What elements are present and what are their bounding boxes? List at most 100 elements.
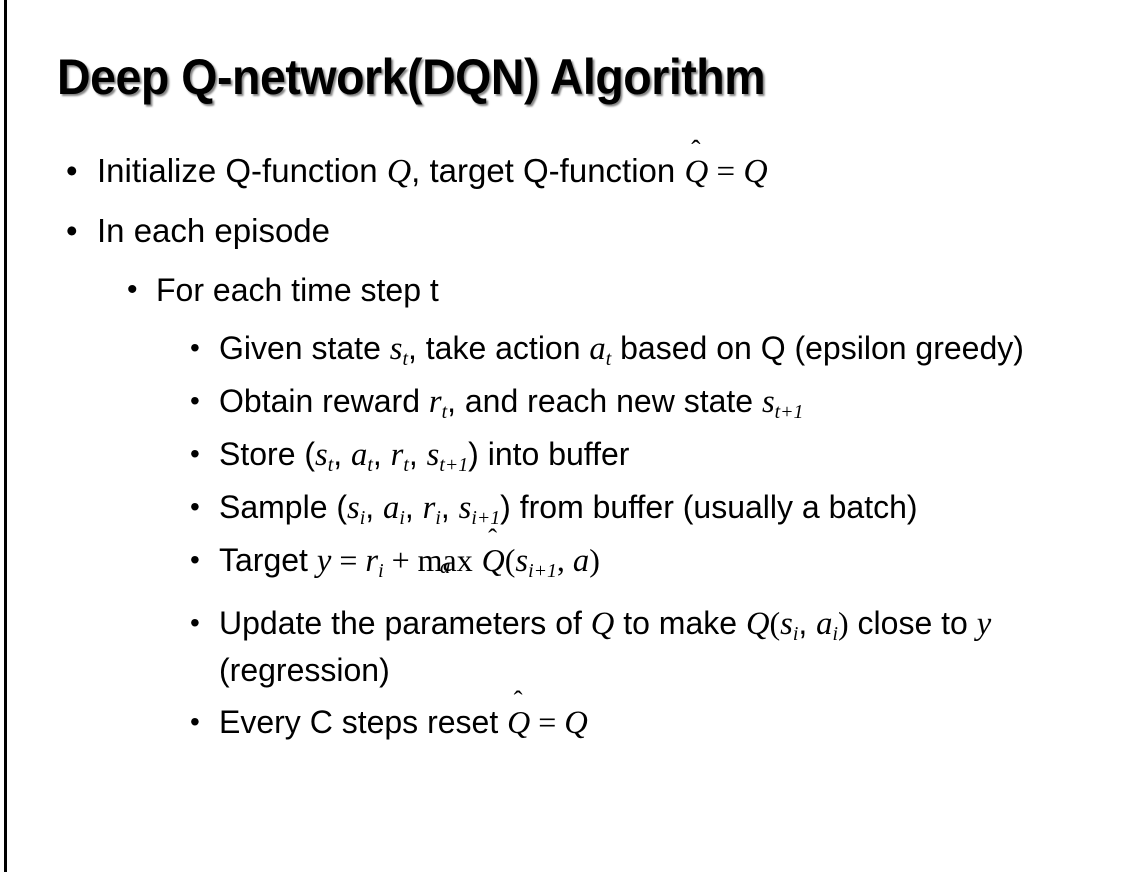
math-var-y: y xyxy=(976,606,992,642)
text-fragment: close to xyxy=(848,605,977,641)
text-fragment: based on Q (epsilon greedy) xyxy=(611,330,1024,366)
bullet-marker: • xyxy=(66,152,78,189)
math-var-q: Q xyxy=(590,606,615,642)
bullet-marker: • xyxy=(190,706,200,737)
math-subscript-i: i xyxy=(359,506,366,529)
math-var-s: s xyxy=(347,490,360,526)
math-comma: , xyxy=(556,542,573,578)
math-var-y: y xyxy=(316,543,332,579)
bullet-marker: • xyxy=(66,212,78,249)
math-var-r: r xyxy=(422,490,436,526)
math-subscript-i: i xyxy=(792,622,799,645)
bullet-text-each-episode: In each episode xyxy=(97,212,331,249)
bullet-item-each-episode: • In each episode xyxy=(0,208,1124,254)
text-fragment: , take action xyxy=(407,330,590,366)
text-fragment: (regression) xyxy=(219,652,390,688)
math-var-s-next: s xyxy=(458,490,472,526)
math-var-q2: Q xyxy=(564,705,588,741)
bullet-item-update-parameters: • Update the parameters of Q to make Q(s… xyxy=(0,600,1124,693)
math-var-q2: Q xyxy=(743,153,768,190)
math-subscript-t: t xyxy=(402,347,408,370)
text-fragment: , target Q-function xyxy=(411,152,685,189)
math-var-s: s xyxy=(780,606,793,642)
math-subscript-i: i xyxy=(435,506,441,529)
bullet-item-obtain-reward: • Obtain reward rt, and reach new state … xyxy=(0,378,1124,425)
text-fragment: Every C steps reset xyxy=(219,704,508,740)
bullet-text-sample: Sample (si, ai, ri, si+1) from buffer (u… xyxy=(219,484,1096,531)
text-fragment: Initialize Q-function xyxy=(97,152,387,189)
bullet-text-initialize: Initialize Q-function Q, target Q-functi… xyxy=(97,136,1094,195)
bullet-text-given-state: Given state st, take action at based on … xyxy=(219,325,1096,372)
math-var-q-base: Q xyxy=(481,542,505,578)
math-subscript-t-plus-1: t+1 xyxy=(774,400,804,423)
bullet-marker: • xyxy=(127,273,138,306)
math-subscript-t: t xyxy=(367,453,373,476)
math-equals: = xyxy=(331,542,366,578)
bullet-marker: • xyxy=(190,438,200,469)
math-paren-open: ( xyxy=(504,542,516,578)
text-separator: , xyxy=(372,436,391,472)
math-var-s-next: s xyxy=(515,543,529,579)
math-var-s: s xyxy=(315,437,328,473)
math-paren-close: ) xyxy=(837,605,849,641)
text-fragment: to make xyxy=(614,605,746,641)
math-var-q: Q xyxy=(386,153,412,190)
math-subscript-t: t xyxy=(403,453,409,476)
page-title: Deep Q-network(DQN) Algorithm xyxy=(57,49,766,105)
math-plus: + xyxy=(383,542,418,578)
text-fragment: Obtain reward xyxy=(219,383,429,419)
math-subscript-t: t xyxy=(441,400,448,423)
hat-accent-icon: ˆ xyxy=(513,684,523,715)
slide-body: • Initialize Q-function Q, target Q-func… xyxy=(0,136,1124,752)
text-separator: , xyxy=(404,489,423,525)
bullet-marker: • xyxy=(190,491,200,522)
math-var-r: r xyxy=(428,384,442,420)
math-var-r: r xyxy=(365,543,379,579)
math-var-a: a xyxy=(816,606,833,642)
text-fragment: ) from buffer (usually a batch) xyxy=(500,489,918,525)
text-fragment: ) into buffer xyxy=(468,436,630,472)
text-fragment: , and reach new state xyxy=(447,383,762,419)
hat-accent-icon: ˆ xyxy=(488,522,498,553)
math-var-s: s xyxy=(761,384,775,420)
math-paren-close: ) xyxy=(589,542,600,578)
math-var-s-next: s xyxy=(426,437,440,473)
bullet-marker: • xyxy=(190,544,200,575)
bullet-item-initialize: • Initialize Q-function Q, target Q-func… xyxy=(0,136,1124,195)
text-separator: , xyxy=(408,436,427,472)
math-subscript-i-plus-1: i+1 xyxy=(528,559,557,582)
text-separator: , xyxy=(798,605,817,641)
bullet-item-sample: • Sample (si, ai, ri, si+1) from buffer … xyxy=(0,484,1124,531)
math-subscript-t: t xyxy=(605,347,612,370)
text-fragment: Target xyxy=(219,542,317,578)
bullet-item-store: • Store (st, at, rt, st+1) into buffer xyxy=(0,431,1124,478)
slide-left-border xyxy=(4,0,7,872)
text-separator: , xyxy=(365,489,384,525)
math-subscript-t-plus-1: t+1 xyxy=(439,453,469,476)
bullet-text-obtain-reward: Obtain reward rt, and reach new state st… xyxy=(219,378,1096,425)
bullet-item-time-step: • For each time step t xyxy=(0,267,1124,313)
bullet-marker: • xyxy=(190,385,200,416)
math-subscript-t: t xyxy=(327,453,334,476)
bullet-item-given-state: • Given state st, take action at based o… xyxy=(0,325,1124,372)
math-subscript-i: i xyxy=(399,506,405,529)
math-equals: = xyxy=(530,704,565,740)
math-var-a: a xyxy=(572,543,590,579)
text-separator: , xyxy=(440,489,459,525)
text-fragment: Given state xyxy=(219,330,390,366)
bullet-text-time-step: For each time step t xyxy=(156,272,439,308)
math-var-a: a xyxy=(589,331,606,367)
math-subscript-i: i xyxy=(378,559,384,582)
bullet-text-store: Store (st, at, rt, st+1) into buffer xyxy=(219,431,1096,478)
text-separator: , xyxy=(333,436,352,472)
math-var-q-base: Q xyxy=(684,154,709,190)
math-subscript-i: i xyxy=(832,622,838,645)
bullet-marker: • xyxy=(190,607,200,638)
